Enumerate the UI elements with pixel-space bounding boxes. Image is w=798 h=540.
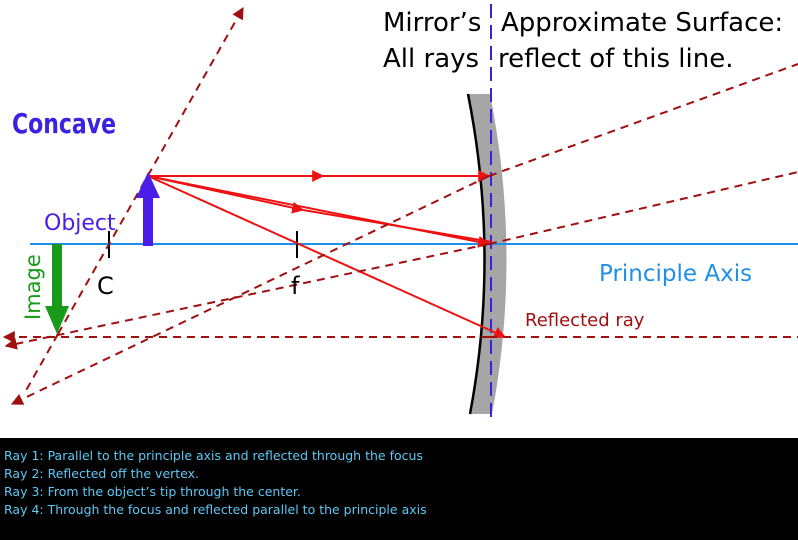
image-arrowhead — [45, 306, 69, 334]
incident-ray-4 — [147, 175, 507, 339]
ray-legend: Ray 1: Parallel to the principle axis an… — [0, 438, 798, 540]
reflected-ray-label: Reflected ray — [525, 310, 645, 331]
ray-1-description: Ray 1: Parallel to the principle axis an… — [4, 448, 423, 463]
caption-line1-left: Mirror’s — [383, 8, 481, 38]
mirror-body — [468, 94, 507, 414]
center-label: C — [97, 272, 114, 300]
incident-ray-3 — [147, 175, 305, 214]
concave-label: Concave — [12, 108, 116, 140]
image-label: Image — [21, 254, 45, 320]
reflected-ray-d — [57, 6, 244, 335]
reflected-ray-b — [4, 243, 490, 350]
reflected-ray-a-extension — [488, 63, 798, 177]
ray-3-description: Ray 3: From the object’s tip through the… — [4, 484, 301, 499]
reflected-ray-a — [10, 175, 490, 405]
incident-ray-3-b — [302, 209, 493, 243]
reflected-ray-b-extension — [488, 171, 798, 245]
reflected-ray-d-extension — [23, 333, 59, 395]
ray-2-description: Ray 2: Reflected off the vertex. — [4, 466, 200, 481]
focus-label: f — [291, 272, 300, 300]
object-label: Object — [44, 211, 116, 236]
ray-4-description: Ray 4: Through the focus and reflected p… — [4, 502, 427, 517]
object-arrowhead — [136, 172, 160, 198]
caption-line2-right: reflect of this line. — [498, 44, 733, 74]
mirror-surface-curve — [466, 93, 486, 415]
caption-line2-left: All rays — [383, 44, 479, 74]
principle-axis-label: Principle Axis — [599, 261, 752, 287]
caption-line1-right: Approximate Surface: — [501, 8, 783, 38]
object-arrow-shaft — [143, 196, 153, 246]
image-arrow-shaft — [52, 244, 62, 308]
